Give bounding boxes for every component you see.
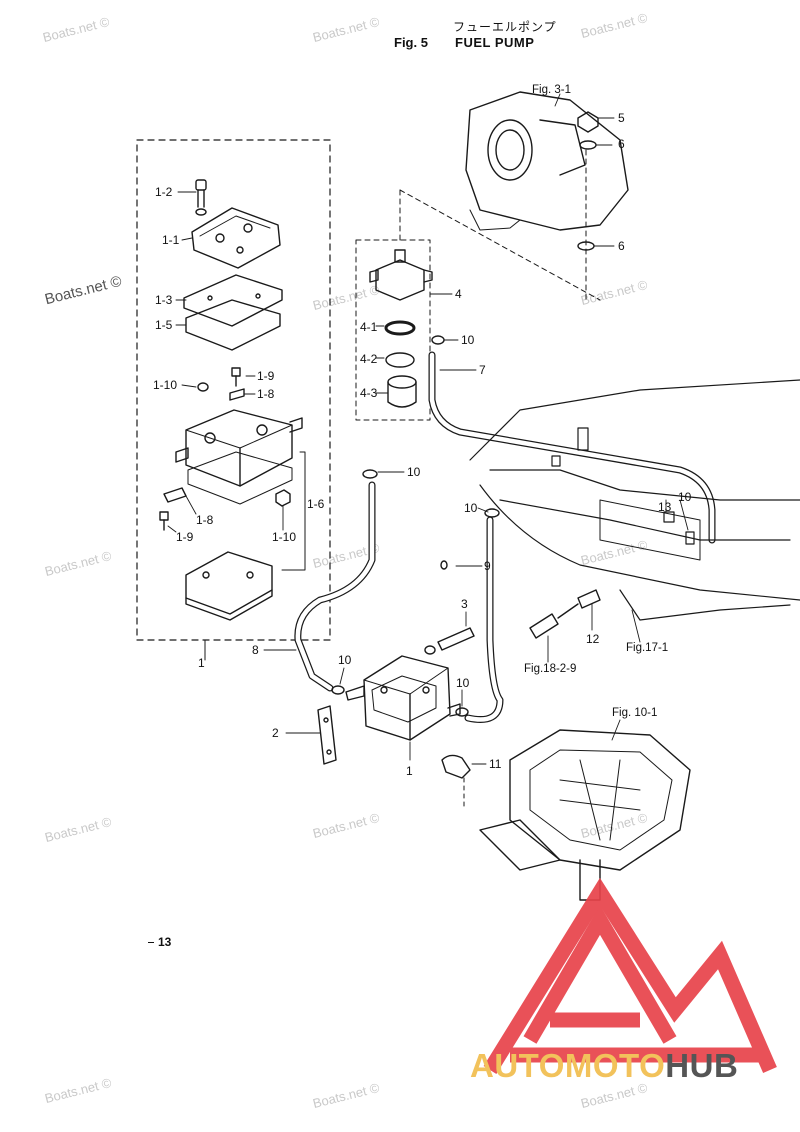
page-number-dash <box>148 942 154 943</box>
callout-6-top: 6 <box>618 137 625 151</box>
callout-4-2: 4-2 <box>360 352 378 366</box>
pump-lower-cover <box>185 551 273 621</box>
callout-10-mid: 10 <box>407 465 421 479</box>
page-number: 13 <box>158 935 172 949</box>
pump-body <box>175 409 303 487</box>
housing-fig-3-1 <box>465 91 629 231</box>
callout-13: 13 <box>658 500 672 514</box>
clamp-10-mid <box>362 469 378 479</box>
brand-part-1: AUTOMOTO <box>470 1047 666 1084</box>
callout-5: 5 <box>618 111 625 125</box>
fuel-filter-4 <box>369 249 433 301</box>
filter-cup-4-3 <box>387 375 417 408</box>
clamp-10-top <box>431 335 445 345</box>
o-ring-4-1 <box>384 320 416 336</box>
callout-1-group: 1 <box>198 656 205 670</box>
callout-1-5: 1-5 <box>155 318 173 332</box>
screw-1-2 <box>195 179 207 216</box>
clip-1-8 <box>229 388 245 401</box>
engine-base <box>469 379 800 621</box>
clamp-11 <box>441 754 471 779</box>
figure-number: Fig. 5 <box>394 35 428 50</box>
callout-8: 8 <box>252 643 259 657</box>
brand-wordmark: AUTOMOTOHUB <box>470 1047 738 1085</box>
hose-8 <box>294 481 376 692</box>
nut-1-10 <box>197 382 209 392</box>
clip-1-8-lower <box>163 487 187 503</box>
callout-1-10: 1-10 <box>153 378 178 392</box>
callout-11: 11 <box>489 757 502 771</box>
callout-9: 9 <box>484 559 491 573</box>
callout-4-3: 4-3 <box>360 386 378 400</box>
callout-10-low: 10 <box>338 653 352 667</box>
callout-10-right: 10 <box>678 490 692 504</box>
screw-1-9-lower <box>159 511 169 531</box>
japanese-title: フューエルポンプ <box>453 20 557 34</box>
washer-6-top <box>579 140 597 150</box>
assembly-group-box <box>136 139 331 641</box>
callout-1-1: 1-1 <box>162 233 180 247</box>
filter-group-box <box>355 239 431 421</box>
clamp-10-left <box>484 508 500 518</box>
gasket-1-5 <box>185 299 281 351</box>
callout-1-8: 1-8 <box>257 387 275 401</box>
automotohub-logo-mark <box>483 877 777 1074</box>
callout-2: 2 <box>272 726 279 740</box>
nut-5 <box>577 111 599 133</box>
callout-10-top: 10 <box>461 333 475 347</box>
callout-1-9-lower: 1-9 <box>176 530 194 544</box>
bracket-2 <box>317 705 337 765</box>
bolt-3 <box>424 627 475 655</box>
clamp-10-pump <box>455 707 469 717</box>
ref-fig-17-1: Fig.17-1 <box>626 642 669 654</box>
ref-fig-3-1: Fig. 3-1 <box>532 84 571 96</box>
callout-10-left: 10 <box>464 501 478 515</box>
callout-1-10-lower: 1-10 <box>272 530 297 544</box>
clamp-10-low <box>331 685 345 695</box>
callout-6-bottom: 6 <box>618 239 625 253</box>
ref-fig-10-1: Fig. 10-1 <box>612 707 658 719</box>
o-ring-4-2 <box>385 352 415 368</box>
callout-4: 4 <box>455 287 462 301</box>
callout-3: 3 <box>461 597 468 611</box>
callout-1-8-lower: 1-8 <box>196 513 214 527</box>
brand-part-2: HUB <box>665 1047 739 1084</box>
callout-1-2: 1-2 <box>155 185 173 199</box>
callout-1-3: 1-3 <box>155 293 173 307</box>
callout-1-6: 1-6 <box>307 497 325 511</box>
diaphragm-1-3 <box>183 274 283 327</box>
ref-fig-18-2-9: Fig.18-2-9 <box>524 663 577 675</box>
gasket-lower <box>187 451 293 505</box>
nut-1-10-lower <box>275 489 291 507</box>
callout-4-1: 4-1 <box>360 320 378 334</box>
figure-title: FUEL PUMP <box>455 35 535 50</box>
callout-1-pump: 1 <box>406 764 413 778</box>
connector-12 <box>529 589 601 639</box>
screw-1-9 <box>231 367 241 387</box>
callout-7: 7 <box>479 363 486 377</box>
pump-cover-1-1 <box>191 207 281 269</box>
fuel-pump-1 <box>345 655 461 741</box>
callout-12: 12 <box>586 632 600 646</box>
callout-10-pump: 10 <box>456 676 470 690</box>
callout-1-9: 1-9 <box>257 369 275 383</box>
